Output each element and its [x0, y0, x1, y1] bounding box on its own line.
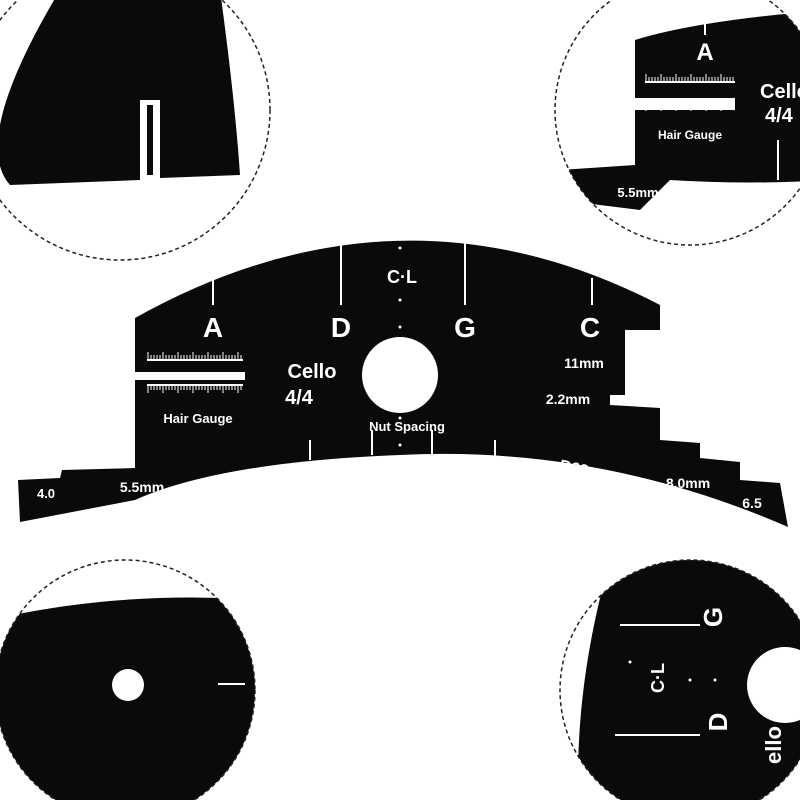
model-label: Cello [288, 361, 337, 383]
string-label-a: A [203, 312, 223, 343]
detail-string-a: A [696, 39, 713, 66]
detail-height-label: 5.5mm [617, 185, 658, 200]
string-label-d: D [331, 312, 351, 343]
height-4-label: 4.0 [37, 486, 55, 501]
detail-hair-gauge-label: Hair Gauge [658, 128, 722, 142]
detail-size-label: 4/4 [765, 105, 794, 127]
bridge-template: A D G C C·L Cello 4/4 Hair Gauge Nut Spa… [18, 240, 788, 527]
detail-circle-bottom-left [0, 559, 256, 800]
height-5-5mm-label: 5.5mm [120, 479, 164, 495]
detail-string-d: D [703, 713, 733, 732]
detail-circle-bottom-right: G C·L D ello [559, 559, 800, 800]
height-2-2mm-label: 2.2mm [546, 391, 590, 407]
hair-gauge-scale [147, 74, 734, 393]
nut-spacing-label: Nut Spacing [369, 419, 445, 434]
detail-string-g: G [698, 607, 728, 627]
size-label: 4/4 [285, 387, 314, 409]
hair-gauge-label: Hair Gauge [163, 411, 232, 426]
detail-circle-top-left [0, 0, 271, 261]
string-label-g: G [454, 312, 476, 343]
detail-model-label: Cello [760, 81, 800, 103]
height-11mm-label: 11mm [564, 355, 604, 371]
center-hole [362, 337, 438, 413]
height-6-5-label: 6.5 [742, 495, 762, 511]
detail-model-partial: ello [761, 726, 786, 764]
string-label-c: C [580, 312, 600, 343]
detail-center-line: C·L [648, 663, 668, 693]
detail-circle-top-right: A Cello 4/4 Hair Gauge 5.5mm [554, 0, 800, 246]
center-line-label: C·L [387, 267, 417, 287]
height-8mm-label: 8.0mm [666, 475, 710, 491]
